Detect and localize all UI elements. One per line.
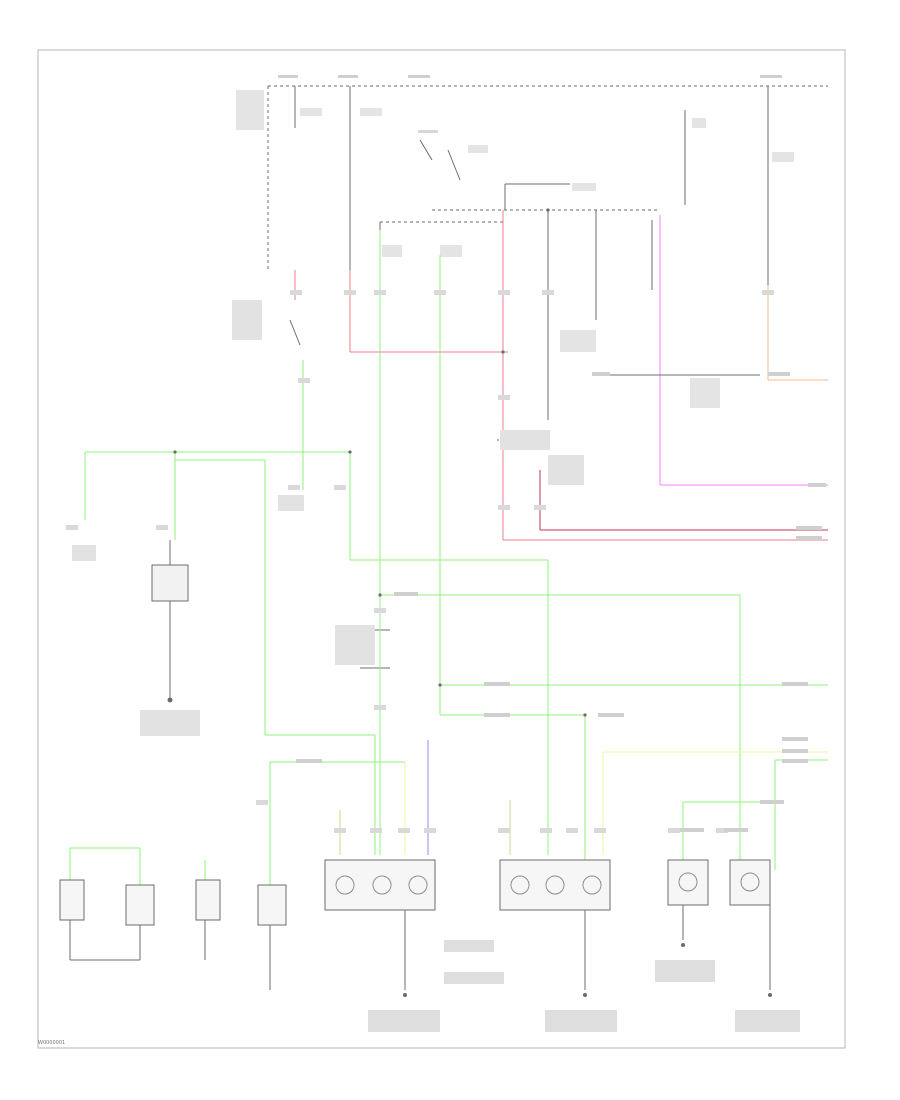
ground-returns (69, 905, 771, 990)
ground-points (173, 208, 772, 997)
lamp-bulbs (335, 872, 760, 895)
figure-reference: W0000001 (38, 1040, 66, 1046)
green-wires (69, 230, 828, 885)
diagram-frame (37, 49, 846, 1049)
left-ground-stack (151, 540, 189, 703)
headlamp-switch-labels (382, 130, 720, 408)
red-wires (294, 210, 828, 541)
top-fuse-labels (236, 75, 794, 162)
headlamp-switch-block (379, 139, 660, 410)
power-bus-top (267, 85, 828, 285)
blue-yellow-wires (339, 740, 828, 855)
middle-black-traces (289, 300, 760, 669)
terminal-markers (66, 290, 774, 833)
right-edge-connectors (296, 372, 826, 832)
left-ground-labels (72, 300, 584, 736)
lamp-assemblies (59, 859, 771, 926)
bottom-captions (368, 940, 800, 1032)
